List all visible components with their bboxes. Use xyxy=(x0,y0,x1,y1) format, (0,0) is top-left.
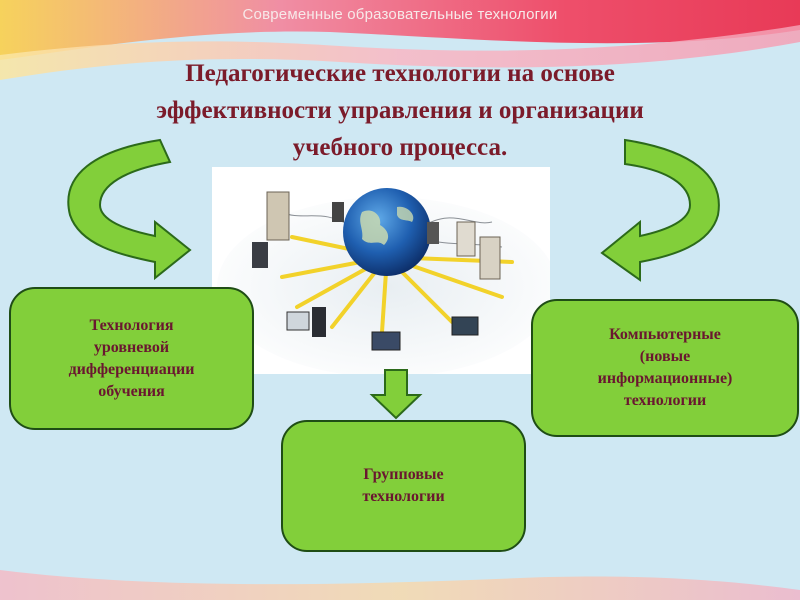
box-bottom-label: Групповые технологии xyxy=(362,466,445,505)
title-line-1: Педагогические технологии на основе xyxy=(185,60,615,87)
box-group-technologies: Групповые технологии xyxy=(281,420,526,552)
globe-network-icon xyxy=(217,188,557,377)
box-right-label: Компьютерные (новые информационные) техн… xyxy=(597,326,733,409)
globe-network-illustration xyxy=(212,167,557,377)
slide-header: Современные образовательные технологии xyxy=(242,6,558,23)
box-left-label: Технология уровневой дифференциации обуч… xyxy=(68,316,195,400)
box-level-differentiation: Технология уровневой дифференциации обуч… xyxy=(9,287,254,430)
slide-title: Педагогические технологии на основе эффе… xyxy=(70,55,730,166)
title-line-3: учебного процесса. xyxy=(292,134,508,161)
box-computer-technologies: Компьютерные (новые информационные) техн… xyxy=(531,299,799,437)
title-line-2: эффективности управления и организации xyxy=(156,97,644,124)
